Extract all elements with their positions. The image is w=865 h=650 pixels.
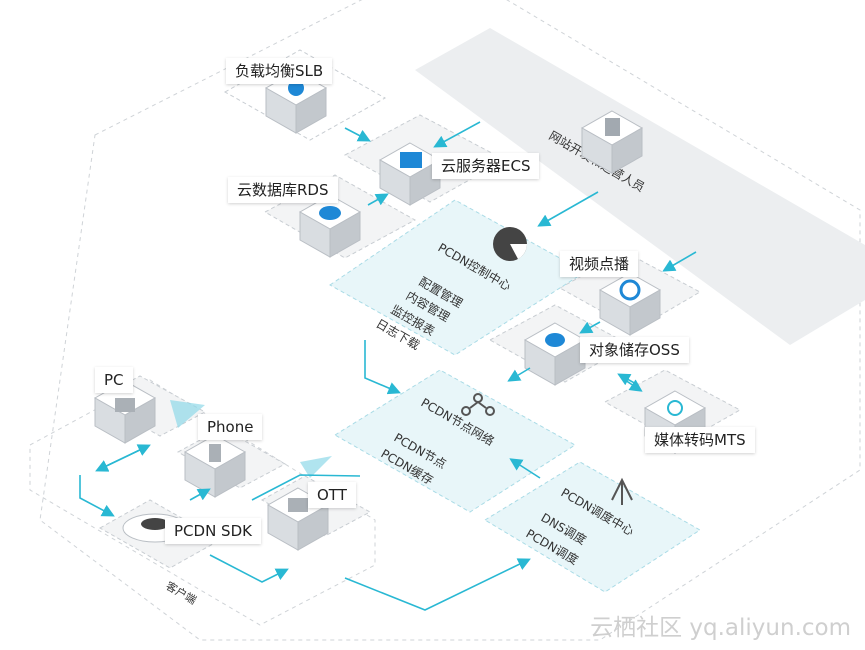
pc-monitor-icon	[115, 398, 135, 412]
arrow-ops-vod	[662, 251, 697, 272]
client-zone	[29, 379, 376, 626]
node-network-panel	[334, 369, 576, 513]
control-pie-slice	[510, 244, 527, 259]
arrow-mts-oss	[617, 373, 639, 386]
pc-label: PC	[95, 367, 133, 393]
dispatch-icon	[611, 477, 633, 505]
dispatch-panel	[484, 461, 701, 593]
ops-zone	[415, 28, 865, 345]
person-icon	[605, 118, 620, 136]
arrow-rds-ecs	[367, 193, 389, 206]
phone-label: Phone	[198, 414, 263, 440]
line-client-node	[251, 474, 361, 501]
ott-signal-beam	[300, 456, 332, 478]
node-network-icon	[461, 393, 495, 416]
rds-label: 云数据库RDS	[228, 177, 338, 203]
arrow-vod-oss	[579, 321, 601, 334]
arrow-pc-path-sdk	[79, 475, 115, 517]
watermark: 云栖社区 yq.aliyun.com	[590, 615, 851, 641]
arrow-client-dispatch	[344, 558, 531, 611]
vod-play-icon	[619, 279, 641, 301]
ecs-label: 云服务器ECS	[432, 153, 540, 179]
arrow-ops-control	[537, 191, 599, 227]
slb-network-icon	[288, 80, 304, 96]
tv-icon	[288, 498, 308, 512]
oss-storage-icon	[545, 333, 565, 347]
arrow-sdk-phone	[189, 488, 211, 501]
outer-boundary	[39, 0, 861, 641]
sdk-label: PCDN SDK	[165, 518, 261, 544]
arrow-dispatch-node	[509, 458, 541, 479]
arrow-ops-ecs	[433, 121, 481, 148]
arrow-slb-ecs	[344, 127, 371, 142]
oss-label: 对象储存OSS	[580, 337, 689, 363]
connector-lines	[79, 121, 697, 611]
slb-label: 负载均衡SLB	[226, 58, 333, 84]
arrow-oss-node	[507, 367, 531, 382]
pc-signal-beam	[170, 400, 205, 428]
rds-cloud-icon	[319, 206, 341, 220]
ott-label: OTT	[308, 482, 356, 508]
mts-transcode-icon	[667, 400, 683, 416]
arrow-control-node	[364, 340, 401, 395]
sdk-stack-icon	[141, 518, 169, 530]
phone-icon	[209, 444, 221, 462]
client-zone-label: 客户端	[164, 578, 200, 607]
mts-label: 媒体转码MTS	[645, 427, 755, 453]
arrow-pc-sdk	[95, 445, 149, 472]
ecs-server-icon	[400, 152, 422, 168]
arrow-sdk-ott	[209, 554, 289, 583]
vod-label: 视频点播	[560, 251, 639, 277]
